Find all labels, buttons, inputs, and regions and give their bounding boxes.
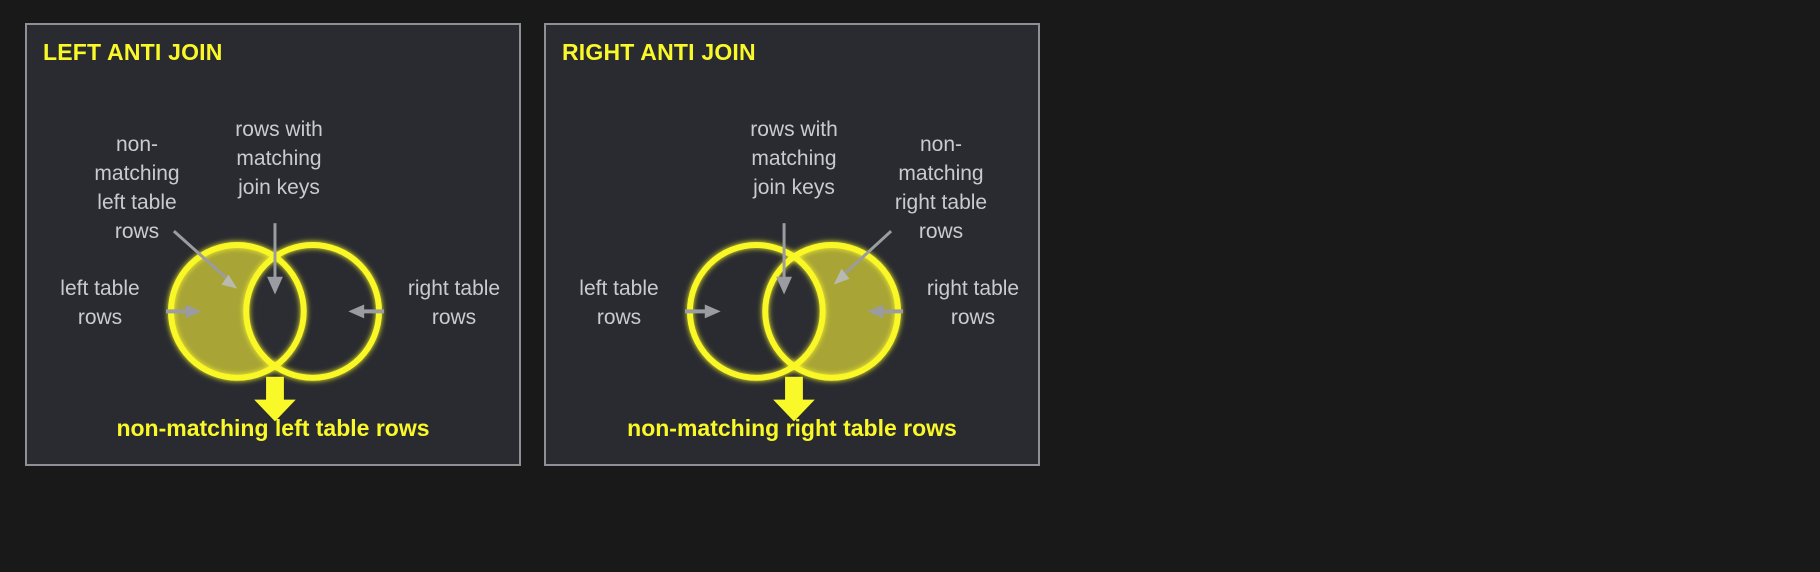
result-arrow-down-left: [254, 376, 296, 422]
panel-left-anti-join: LEFT ANTI JOIN: [25, 23, 521, 466]
pointer-nonmatching-right: [833, 230, 893, 285]
panel-title-left: LEFT ANTI JOIN: [43, 39, 223, 65]
pointer-right-table-rows: [867, 304, 903, 319]
venn-overlap-region: [765, 244, 823, 378]
annotation-nonmatching-left: non- matching left table rows: [94, 133, 180, 243]
caption-left-panel: non-matching left table rows: [116, 415, 430, 441]
annotation-right-table-rows-right: right table rows: [926, 277, 1020, 329]
annotation-nonmatching-right: non- matching right table rows: [894, 133, 988, 243]
pointer-left-table-rows: [684, 304, 721, 319]
pointer-left-table-rows: [165, 304, 202, 319]
pointer-matching-keys-right: [776, 223, 792, 295]
annotation-right-table-rows-left: right table rows: [407, 277, 501, 329]
panel-right-anti-join: RIGHT ANTI JOIN: [544, 23, 1040, 466]
venn-diagram-left: [165, 223, 384, 422]
pointer-right-table-rows: [348, 304, 384, 319]
annotation-left-table-rows-left: left table rows: [60, 277, 140, 329]
pointer-nonmatching-left: [172, 230, 238, 289]
result-arrow-down-right: [773, 376, 815, 422]
annotation-matching-keys-right: rows with matching join keys: [750, 118, 838, 199]
annotation-matching-keys-left: rows with matching join keys: [235, 118, 323, 199]
panel-title-right: RIGHT ANTI JOIN: [562, 39, 756, 65]
venn-diagram-right: [684, 223, 903, 422]
caption-right-panel: non-matching right table rows: [627, 415, 957, 441]
annotation-left-table-rows-right: left table rows: [579, 277, 659, 329]
pointer-matching-keys-left: [267, 223, 283, 295]
